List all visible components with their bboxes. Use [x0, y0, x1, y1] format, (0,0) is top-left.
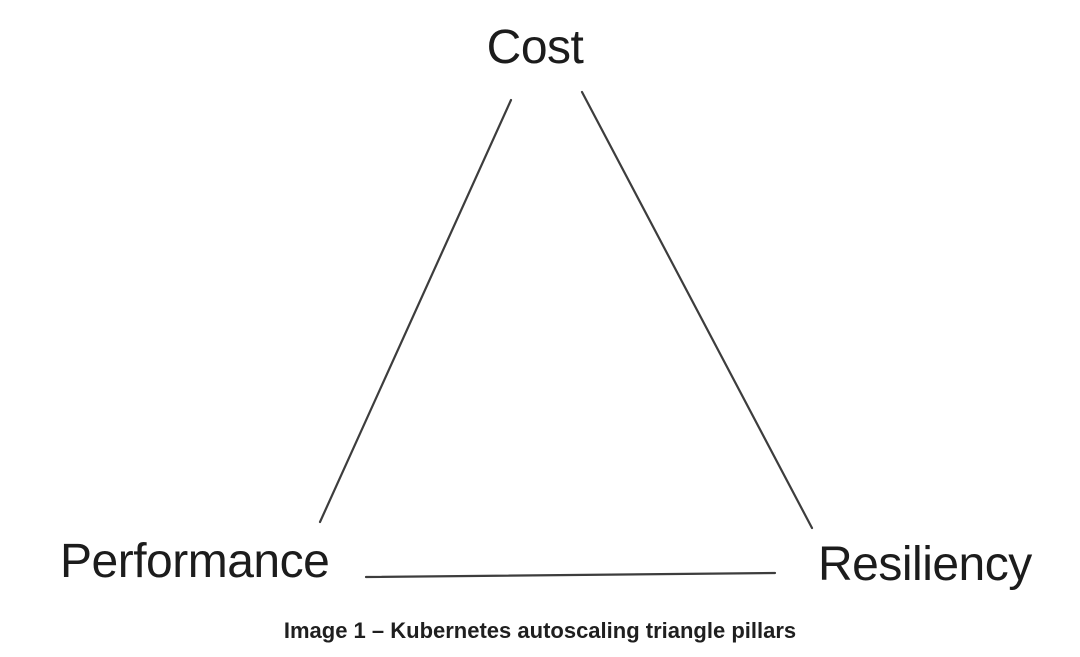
image-caption: Image 1 – Kubernetes autoscaling triangl… — [283, 618, 797, 643]
pillar-label-performance: Performance — [60, 535, 330, 588]
triangle-right-edge — [580, 90, 814, 530]
pillar-label-resiliency: Resiliency — [818, 538, 1032, 591]
pillar-label-cost: Cost — [486, 21, 584, 74]
triangle-left-edge — [318, 98, 513, 524]
triangle-bottom-edge — [364, 571, 777, 579]
